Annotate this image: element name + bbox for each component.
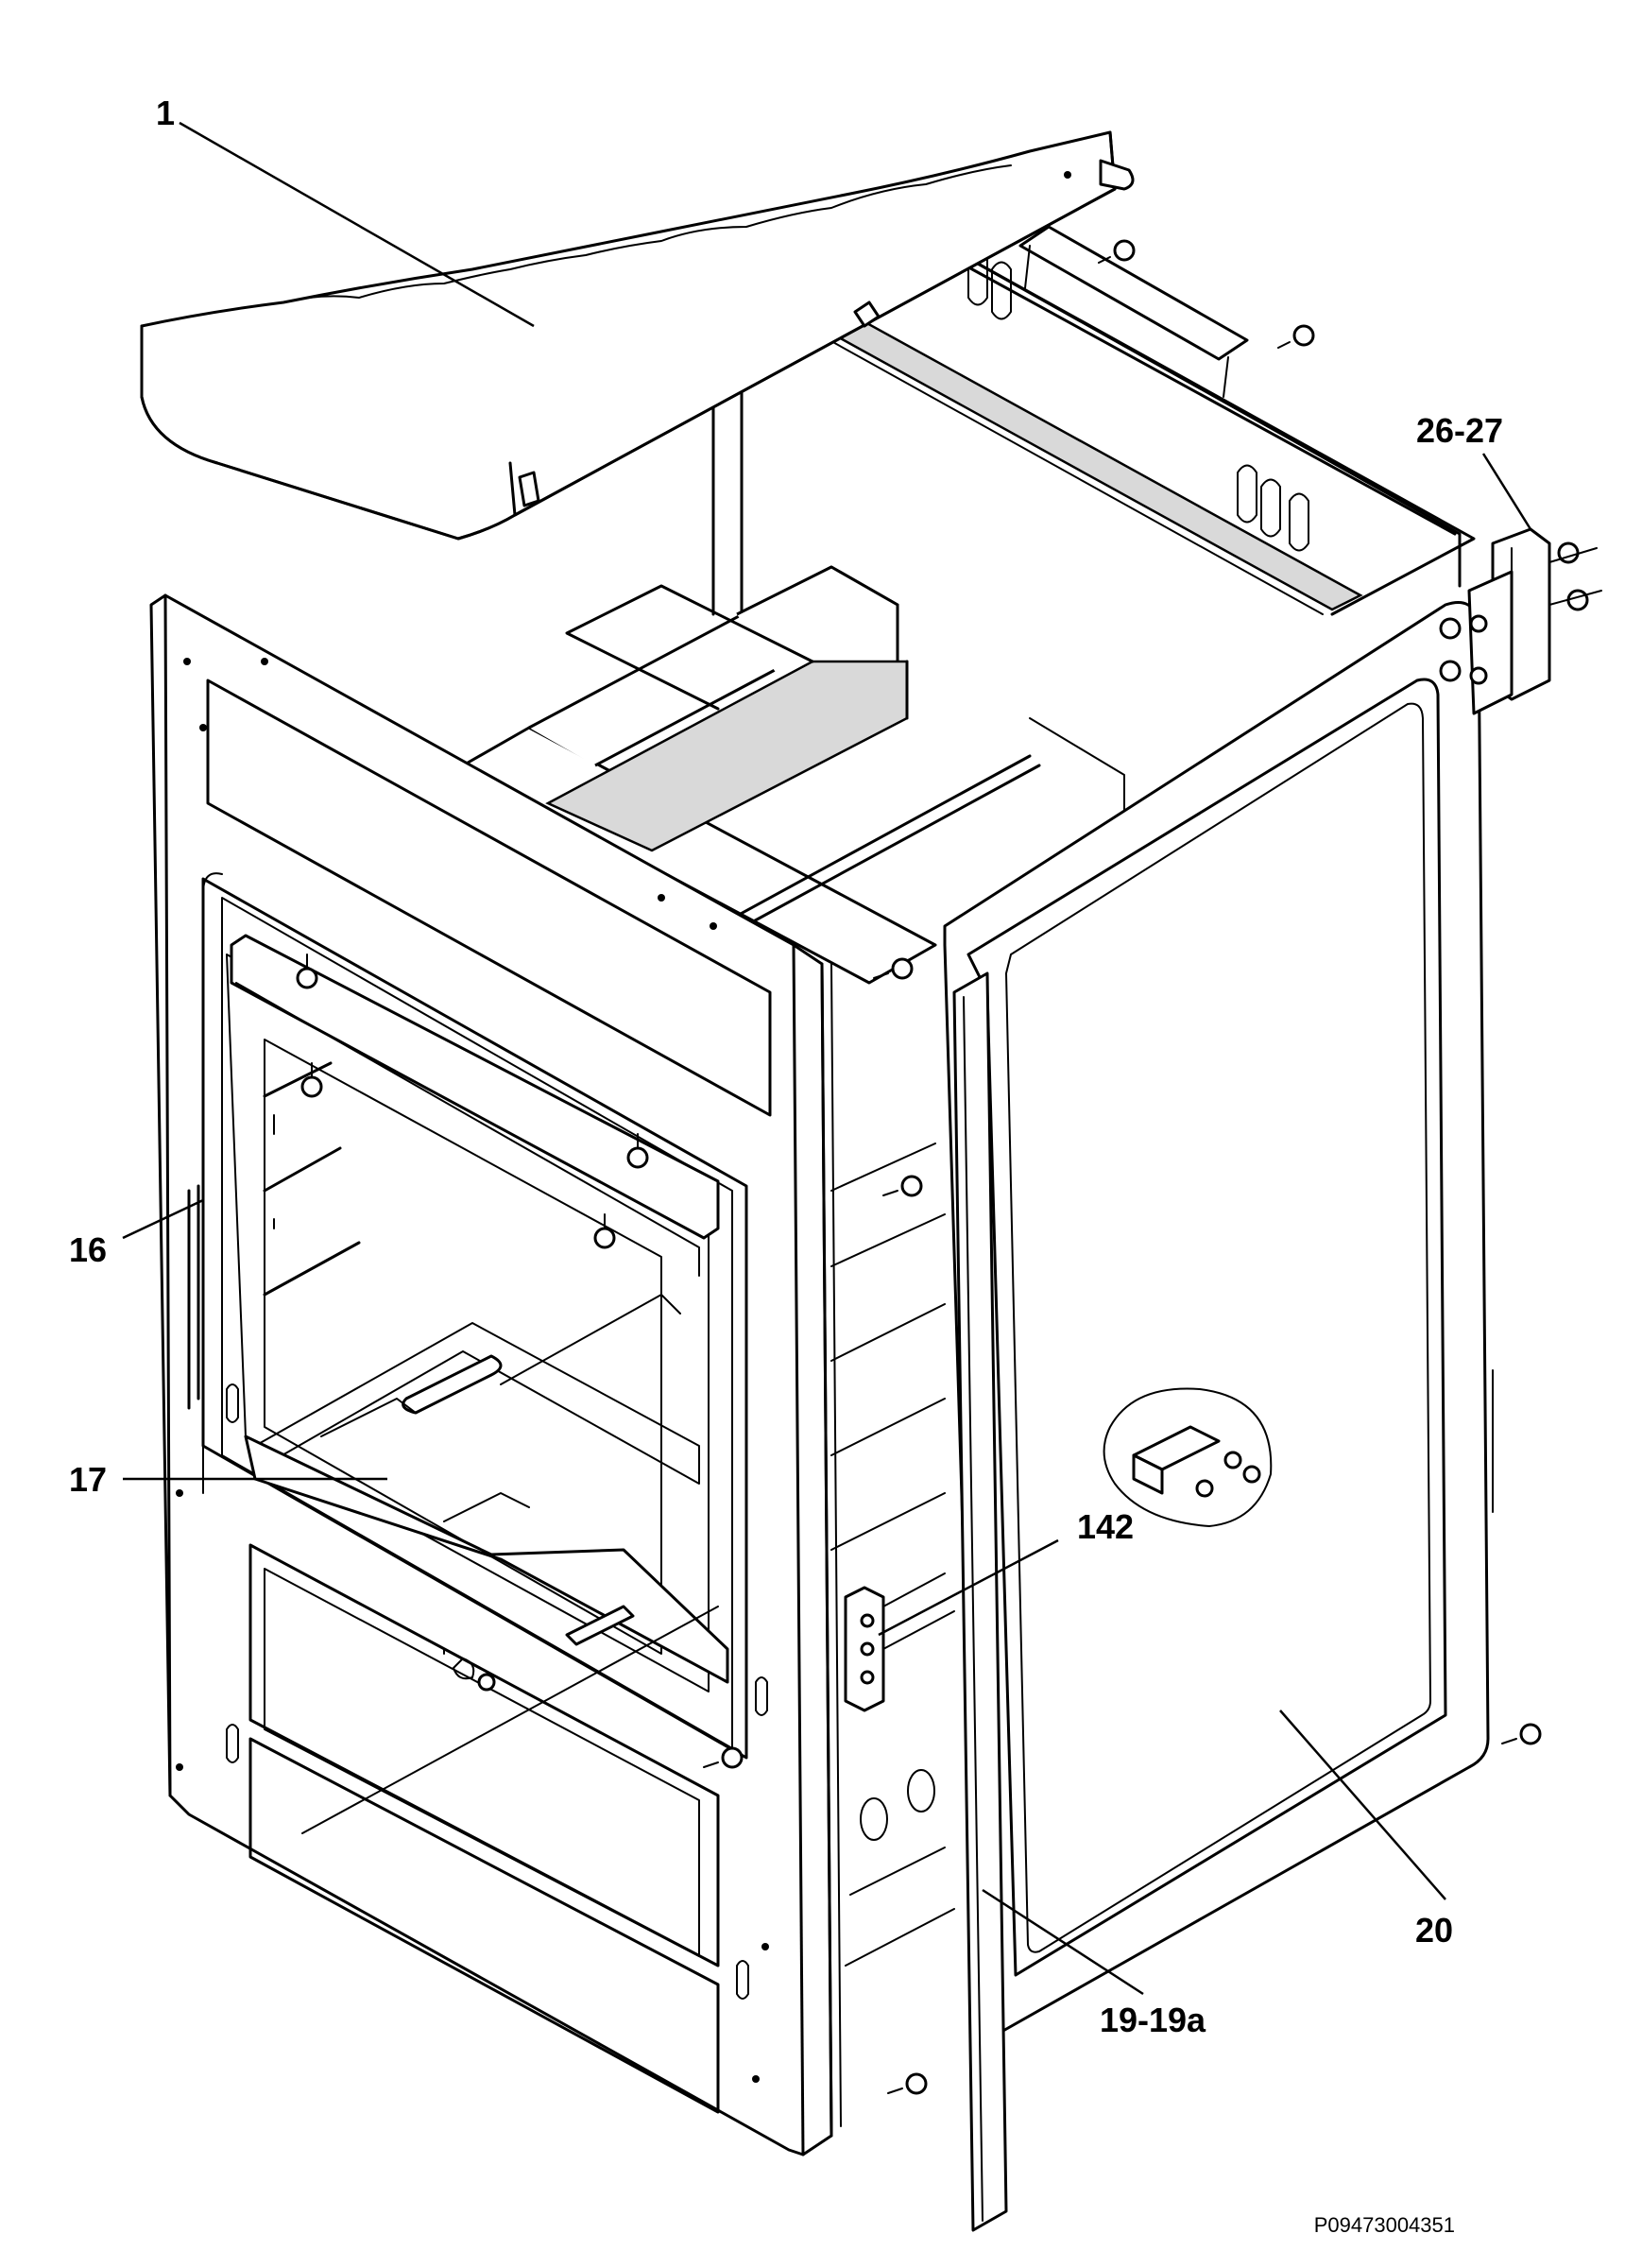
hinge-bracket <box>844 1572 955 1712</box>
screw-frame-2 <box>626 1133 649 1169</box>
reference-code: P09473004351 <box>1314 2213 1455 2237</box>
leader-142 <box>878 1538 1059 1637</box>
cabinet-frame <box>711 225 1476 616</box>
callout-1: 1 <box>156 94 175 132</box>
screw-side-5 <box>887 2072 928 2095</box>
leader-1 <box>179 121 535 328</box>
screw-top-2 <box>1277 324 1315 349</box>
top-cover <box>140 130 1135 541</box>
screw-side-4 <box>1501 1723 1542 1745</box>
callout-20: 20 <box>1415 1911 1453 1950</box>
callout-142: 142 <box>1077 1507 1134 1546</box>
screw-frame-4 <box>593 1213 616 1249</box>
leader-19-19a <box>982 1888 1144 1996</box>
screw-top-1 <box>1098 239 1136 264</box>
callout-26-27: 26-27 <box>1416 411 1503 450</box>
screw-frame-1 <box>296 954 318 989</box>
callout-16: 16 <box>69 1230 107 1269</box>
leader-20 <box>1279 1710 1446 1900</box>
right-side-panel <box>943 601 1494 2035</box>
callout-17: 17 <box>69 1460 107 1499</box>
leader-26-27 <box>1481 453 1532 530</box>
insulation-block <box>461 565 1125 985</box>
screw-side-1 <box>873 957 914 980</box>
callout-19-19a: 19-19a <box>1100 2001 1206 2039</box>
screw-frame-3 <box>300 1062 323 1098</box>
screw-side-2 <box>882 1175 923 1197</box>
hinge-assembly <box>1439 527 1602 715</box>
leader-16 <box>122 1198 204 1240</box>
door-seal-strip <box>952 971 1008 2232</box>
front-frame <box>149 593 1542 2156</box>
screw-side-3 <box>703 1746 744 1769</box>
leader-lines <box>122 121 1532 1996</box>
